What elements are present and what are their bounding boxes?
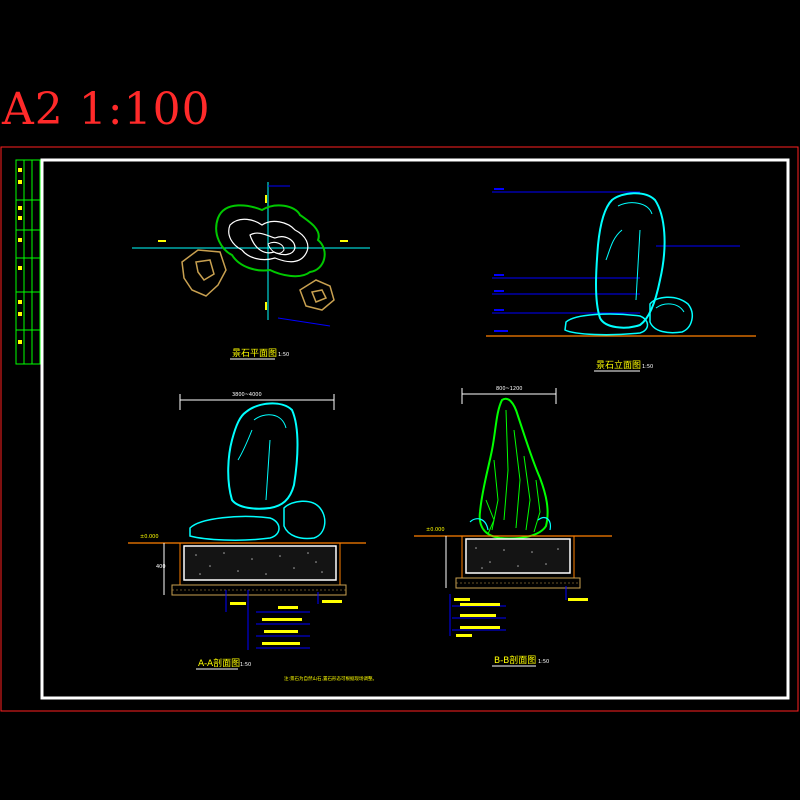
- elevation-main-rock: [595, 192, 666, 329]
- elevation-view-scale: 1:50: [642, 364, 653, 370]
- plan-rock-outer-outline: [215, 204, 326, 278]
- elevation-level-lines: [492, 191, 740, 314]
- elevation-main-rock-texture: [605, 202, 653, 301]
- plan-side-rock-right: [299, 279, 335, 311]
- elevation-side-boulder: [649, 296, 694, 334]
- elevation-base-boulder: [564, 313, 649, 336]
- elevation-level-marks: [494, 188, 508, 332]
- inner-drawing-frame: [40, 158, 790, 700]
- section-a-gravel-layer: [171, 584, 347, 596]
- section-a-concrete-hatch: [195, 552, 323, 575]
- outer-sheet-frame: [0, 146, 799, 712]
- section-b-level-mark: ±0.000: [426, 527, 445, 533]
- plan-leader-bottom: [277, 317, 331, 327]
- section-a-side-boulder: [283, 500, 326, 540]
- section-b-scale: 1:50: [538, 659, 549, 665]
- section-a-level-mark: ±0.000: [140, 534, 159, 540]
- elevation-view-title: 景石立面图: [596, 359, 641, 371]
- plan-view: 景石平面图 1:50: [132, 182, 370, 360]
- section-b-base-stones: [469, 517, 551, 531]
- section-b-dim-text: 800~1200: [496, 386, 522, 392]
- section-a-title: A-A剖面图: [198, 657, 240, 669]
- section-a-dim-text: 3800~4000: [232, 392, 262, 398]
- plan-rock-contour-3: [267, 241, 285, 254]
- elevation-view: 景石立面图 1:50: [486, 188, 756, 372]
- section-a-base-boulder: [189, 515, 280, 541]
- section-a-view: 3800~4000 ±0.000 400: [128, 392, 366, 670]
- plan-view-scale: 1:50: [278, 352, 289, 358]
- plan-rock-contour-2: [249, 232, 296, 256]
- section-b-annotation-marks: [454, 598, 588, 637]
- section-b-rock: [478, 397, 549, 540]
- section-mark-icon: [158, 195, 348, 310]
- section-b-rock-texture: [485, 409, 541, 535]
- section-b-title: B-B剖面图: [494, 654, 536, 666]
- section-a-scale: 1:50: [240, 662, 251, 668]
- section-a-leaders: [225, 590, 319, 650]
- section-a-annotation-marks: [230, 600, 342, 645]
- section-a-concrete-block: [183, 545, 337, 581]
- title-block: [15, 159, 41, 365]
- plan-view-title: 景石平面图: [232, 348, 277, 359]
- section-b-concrete-block: [465, 538, 571, 574]
- sheet-scale-stamp: A2 1:100: [2, 84, 211, 135]
- plan-rock-contour-1: [228, 218, 309, 263]
- section-b-view: 800~1200 ±0.000: [414, 386, 612, 667]
- section-a-rock: [227, 402, 299, 510]
- section-a-depth-dim: 400: [156, 564, 166, 570]
- plan-side-rock-left: [181, 249, 227, 297]
- section-b-concrete-hatch: [475, 547, 559, 569]
- sheet-note: 注:景石为自然山石,置石形态可根据现场调整。: [284, 675, 377, 682]
